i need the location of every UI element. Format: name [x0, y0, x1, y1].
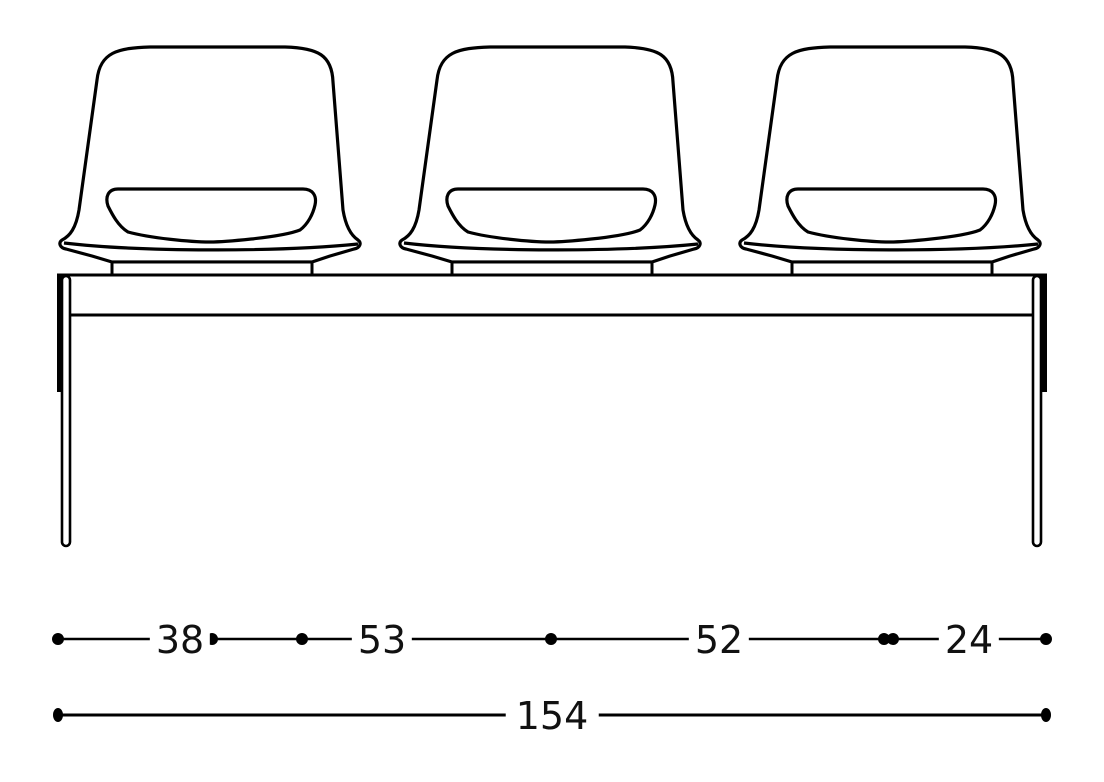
seat-3 — [738, 45, 1042, 277]
dimension-label-total: 154 — [505, 697, 599, 735]
dimension-label-24: 24 — [938, 621, 1000, 659]
seat-1 — [58, 45, 362, 277]
seat-2 — [398, 45, 702, 277]
dimension-label-52: 52 — [688, 621, 750, 659]
beam — [57, 273, 1047, 317]
dimension-label-53: 53 — [351, 621, 413, 659]
dimension-row-segments — [52, 633, 1052, 645]
right-leg — [1031, 274, 1047, 548]
dimension-label-38: 38 — [149, 621, 211, 659]
left-leg — [57, 274, 72, 548]
